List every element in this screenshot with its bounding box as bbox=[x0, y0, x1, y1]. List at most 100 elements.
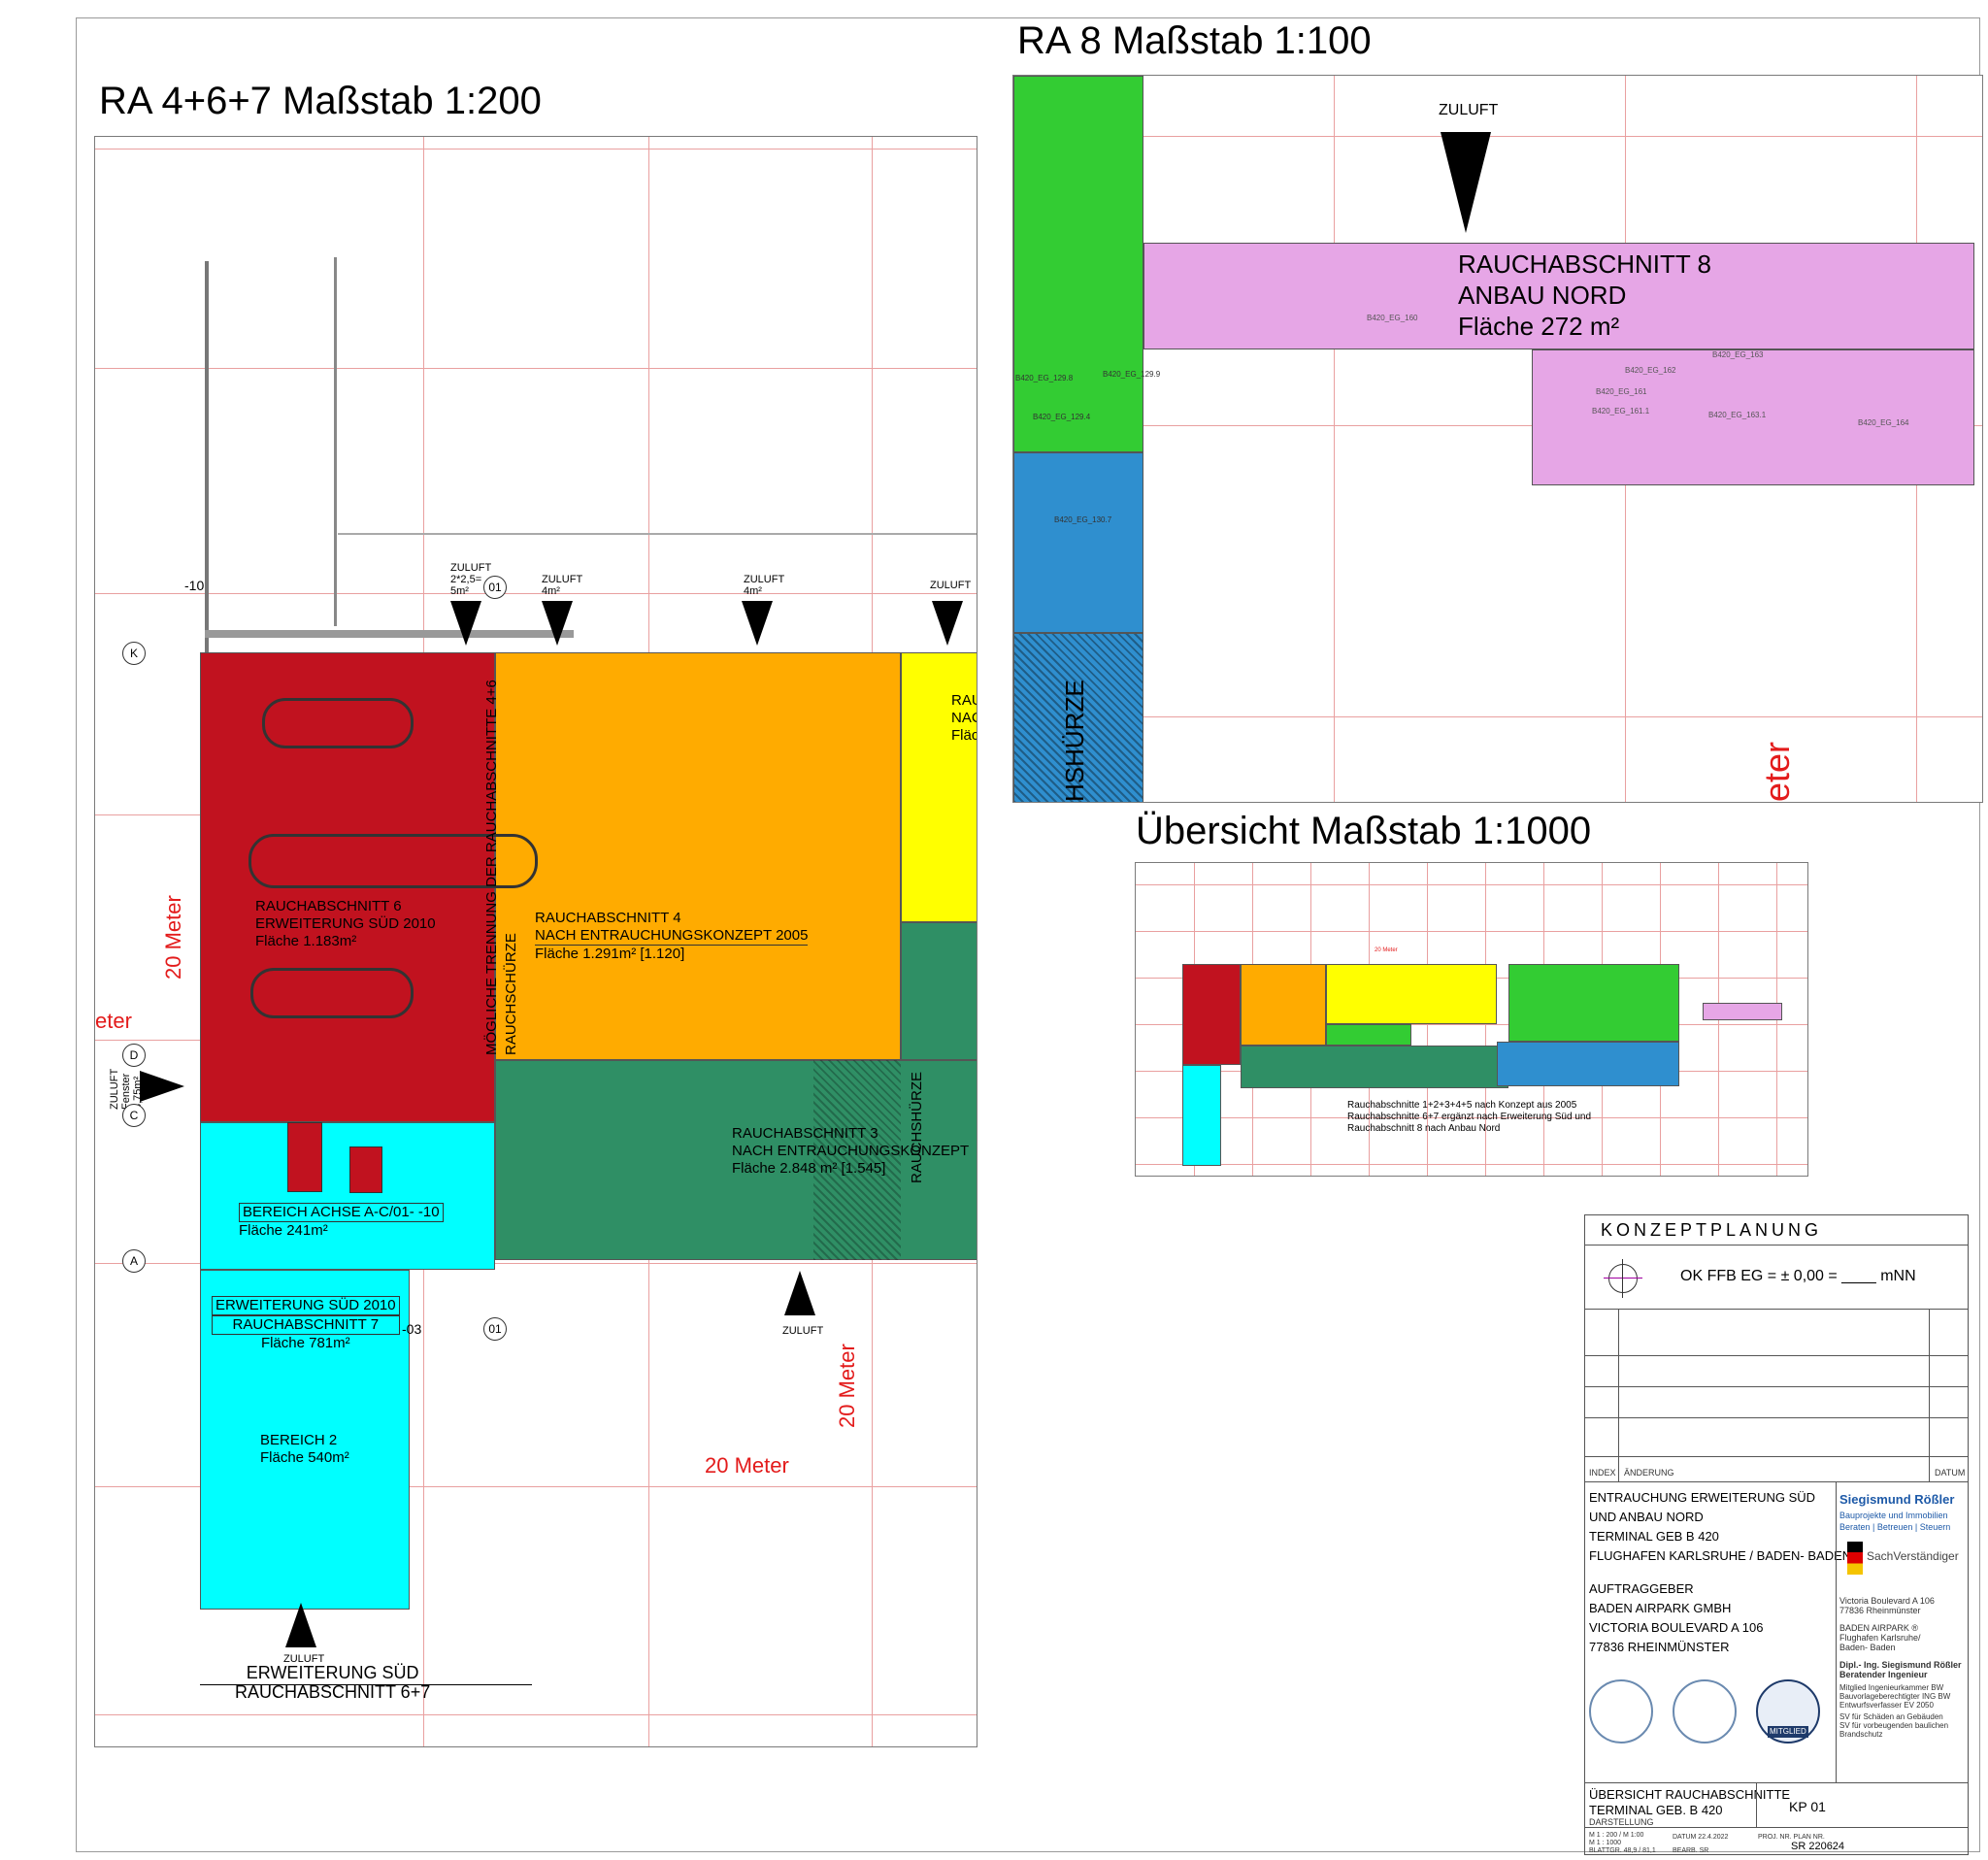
label-hshuerze: HSHÜRZE bbox=[1060, 680, 1089, 802]
ov-yellow bbox=[1326, 964, 1497, 1024]
label-rauchschuerze: RAUCHSCHÜRZE bbox=[503, 933, 519, 1055]
title-uebersicht: Übersicht Maßstab 1:1000 bbox=[1136, 810, 1592, 852]
tb-client-2: BADEN AIRPARK GMBH bbox=[1589, 1601, 1732, 1615]
dim-20m-bottom: 20 Meter bbox=[705, 1453, 789, 1478]
tb-firm-name: Siegismund Rößler bbox=[1839, 1492, 1955, 1507]
tb-project-2: UND ANBAU NORD bbox=[1589, 1510, 1704, 1524]
tb-engineer1: Dipl.- Ing. Siegismund Rößler bbox=[1839, 1660, 1962, 1670]
label-rs3: RAUCHABSCHNITT 3 NACH ENTRAUCHUNGSKONZEP… bbox=[732, 1125, 970, 1177]
zone-bereich-achse-cyan bbox=[200, 1122, 495, 1270]
axis-d: D bbox=[122, 1044, 146, 1067]
ov-cyan bbox=[1182, 1065, 1221, 1166]
room-129-9: B420_EG_129.9 bbox=[1103, 370, 1161, 379]
room-161: B420_EG_161 bbox=[1596, 387, 1647, 396]
label-bereich2: BEREICH 2 Fläche 540m² bbox=[260, 1432, 349, 1466]
tb-firm-loc3: Baden- Baden bbox=[1839, 1643, 1896, 1652]
zuluft-arrow-left bbox=[140, 1071, 184, 1102]
axis-k: K bbox=[122, 642, 146, 665]
axis-minus03: -03 bbox=[402, 1321, 422, 1337]
zone-yellow bbox=[901, 652, 977, 922]
tb-member-3: Entwurfsverfasser EV 2050 bbox=[1839, 1701, 1934, 1710]
tb-member-2: Bauvorlageberechtigter ING BW bbox=[1839, 1692, 1951, 1701]
tb-elevation: OK FFB EG = ± 0,00 = ____ mNN bbox=[1680, 1268, 1916, 1284]
zone-rs3-teal bbox=[495, 1060, 977, 1260]
tb-bearb: BEARB. SR bbox=[1673, 1847, 1709, 1854]
label-rauchshuerze-2: RAUCHSHÜRZE bbox=[909, 1071, 925, 1183]
ov-green bbox=[1508, 964, 1679, 1042]
zuluft-label-left: ZULUFT bbox=[109, 1068, 120, 1110]
room-163-1: B420_EG_163.1 bbox=[1708, 411, 1767, 419]
seal-2-icon bbox=[1673, 1679, 1737, 1744]
ov-pink bbox=[1703, 1003, 1782, 1020]
zuluft-arrow-4 bbox=[932, 601, 963, 646]
room-130-7: B420_EG_130.7 bbox=[1054, 515, 1112, 524]
tb-project-4: FLUGHAFEN KARLSRUHE / BADEN- BADEN bbox=[1589, 1548, 1852, 1563]
axis-minus10: -10 bbox=[184, 578, 205, 593]
tb-firm-loc2: Flughafen Karlsruhe/ bbox=[1839, 1633, 1921, 1643]
zuluft-label-2: ZULUFT bbox=[542, 574, 583, 585]
zuluft-sub-1b: 5m² bbox=[450, 585, 469, 597]
zone-red-inner-2 bbox=[349, 1146, 382, 1193]
tb-firm-sub1: Bauprojekte und Immobilien bbox=[1839, 1511, 1948, 1520]
tb-heading: KONZEPTPLANUNG bbox=[1601, 1220, 1823, 1240]
room-164: B420_EG_164 bbox=[1858, 418, 1909, 427]
ov-green-mid bbox=[1326, 1024, 1411, 1046]
tb-scale-small: M 1 : 200 / M 1:00 bbox=[1589, 1832, 1644, 1839]
tb-member-5: SV für vorbeugenden baulichen bbox=[1839, 1721, 1949, 1730]
tb-member-1: Mitglied Ingenieurkammer BW bbox=[1839, 1683, 1944, 1692]
zuluft-label-bottom-2: ZULUFT bbox=[283, 1653, 325, 1665]
zuluft-label-3: ZULUFT bbox=[744, 574, 785, 585]
ra8-zuluft-label: ZULUFT bbox=[1439, 102, 1499, 118]
zuluft-arrow-1 bbox=[450, 601, 481, 646]
room-161-1: B420_EG_161.1 bbox=[1592, 407, 1650, 415]
flag-icon bbox=[1847, 1542, 1863, 1575]
room-163: B420_EG_163 bbox=[1712, 350, 1764, 359]
tb-datum: DATUM 22.4.2022 bbox=[1673, 1834, 1729, 1841]
dim-20m-left: 20 Meter bbox=[161, 895, 185, 980]
zone-ra8-pink-bottom bbox=[1532, 349, 1974, 485]
overview-panel: Rauchabschnitte 1+2+3+4+5 nach Konzept a… bbox=[1135, 862, 1808, 1177]
ov-blue bbox=[1497, 1042, 1679, 1086]
dim-meter-cut: eter bbox=[95, 1009, 132, 1033]
seal-3-icon: MITGLIED bbox=[1756, 1679, 1820, 1744]
zuluft-label-1: ZULUFT bbox=[450, 562, 492, 574]
tb-drawing-title-1: ÜBERSICHT RAUCHABSCHNITTE bbox=[1589, 1787, 1791, 1802]
tb-firm-sub2: Beraten | Betreuen | Steuern bbox=[1839, 1522, 1951, 1532]
room-129-4: B420_EG_129.4 bbox=[1033, 413, 1091, 421]
label-rs8: RAUCHABSCHNITT 8 ANBAU NORD Fläche 272 m… bbox=[1458, 249, 1712, 341]
axis-c: C bbox=[122, 1104, 146, 1127]
tb-project-3: TERMINAL GEB B 420 bbox=[1589, 1529, 1719, 1544]
tb-darstellung: DARSTELLUNG bbox=[1589, 1817, 1654, 1827]
tb-firm-loc1: BADEN AIRPARK ® bbox=[1839, 1623, 1918, 1633]
label-bereich-achse: BEREICH ACHSE A-C/01- -10 Fläche 241m² bbox=[239, 1203, 444, 1240]
main-plan-panel: RAUCHABSCHNITT 6 ERWEITERUNG SÜD 2010 Fl… bbox=[94, 136, 977, 1747]
room-129-8: B420_EG_129.8 bbox=[1015, 374, 1074, 382]
ov-red bbox=[1182, 964, 1241, 1065]
label-trennung: MÖGLICHE TRENNUNG DER RAUCHABSCHNITTE 4+… bbox=[483, 680, 500, 1055]
tb-plan-no: KP 01 bbox=[1789, 1799, 1826, 1814]
axis-a: A bbox=[122, 1249, 146, 1273]
elevation-symbol-icon bbox=[1604, 1259, 1642, 1298]
tb-client-4: 77836 RHEINMÜNSTER bbox=[1589, 1640, 1730, 1654]
tb-proj-nr-label: PROJ. NR. PLAN NR. bbox=[1758, 1834, 1825, 1841]
title-block: KONZEPTPLANUNG OK FFB EG = ± 0,00 = ____… bbox=[1584, 1214, 1969, 1855]
tb-engineer2: Beratender Ingenieur bbox=[1839, 1670, 1928, 1679]
tb-scale-small2: M 1 : 1000 bbox=[1589, 1840, 1622, 1846]
tb-member-6: Brandschutz bbox=[1839, 1730, 1883, 1739]
zone-rs7-cyan bbox=[200, 1270, 410, 1610]
zuluft-arrow-bottom-1 bbox=[784, 1271, 815, 1315]
tb-firm-addr2: 77836 Rheinmünster bbox=[1839, 1606, 1921, 1615]
axis-01-top: 01 bbox=[483, 576, 507, 599]
zone-teal-right bbox=[901, 922, 977, 1060]
tb-project-1: ENTRAUCHUNG ERWEITERUNG SÜD bbox=[1589, 1490, 1816, 1505]
seal-1-icon bbox=[1589, 1679, 1653, 1744]
label-rs4: RAUCHABSCHNITT 4 NACH ENTRAUCHUNGSKONZEP… bbox=[535, 910, 809, 962]
tb-client-1: AUFTRAGGEBER bbox=[1589, 1581, 1694, 1596]
tb-client-3: VICTORIA BOULEVARD A 106 bbox=[1589, 1620, 1764, 1635]
zone-ra8-blue-hatched bbox=[1013, 633, 1143, 802]
zuluft-label-4: ZULUFT bbox=[930, 580, 972, 591]
ra8-meter-cut: eter bbox=[1757, 741, 1797, 802]
title-ra467: RA 4+6+7 Maßstab 1:200 bbox=[99, 80, 542, 122]
tb-aenderung: ÄNDERUNG bbox=[1624, 1468, 1674, 1478]
tb-datum-label: DATUM bbox=[1935, 1468, 1966, 1478]
